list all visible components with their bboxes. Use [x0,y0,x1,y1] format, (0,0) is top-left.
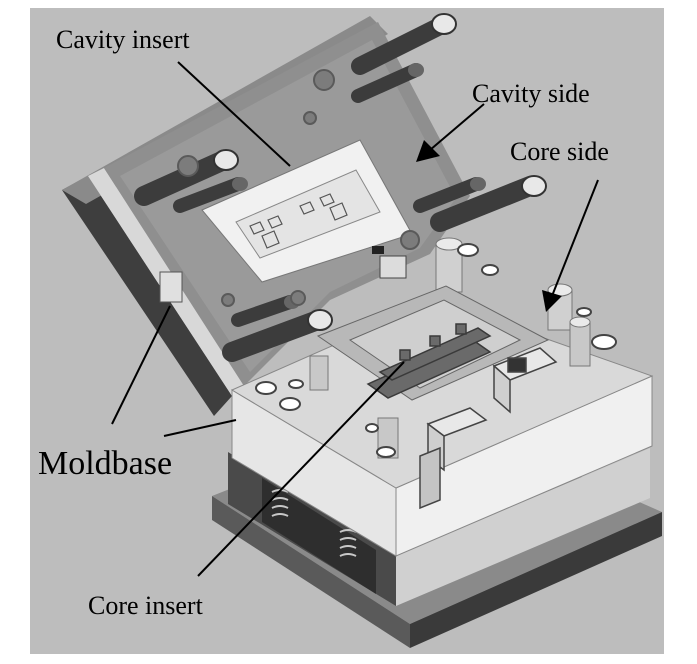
core-slides [419,347,558,510]
slide-block [493,364,511,414]
guide-pin [430,175,547,232]
label-arrows [416,103,599,312]
label-cavity-insert: Cavity insert [56,25,190,54]
core-insert-features [366,323,492,399]
core-side-arrow-shaft [551,179,599,297]
label-moldbase: Moldbase [38,445,172,482]
nozzle-block [379,255,407,279]
core-side-arrowhead [542,290,562,312]
core-side-assembly [212,237,662,648]
guide-pin [351,63,424,103]
nozzle-tip [372,246,384,254]
ejector-housing-opening [262,478,376,594]
cavity-insert-leader [177,61,291,167]
ejector-housing-side [396,448,650,606]
cavity-plate-holes [177,69,420,307]
label-core-side: Core side [510,137,609,166]
cavity-side-bracket [159,271,183,303]
guide-pin [134,149,239,206]
label-cavity-side: Cavity side [472,79,590,108]
core-plate-holes [255,243,617,458]
label-leaders [111,61,405,577]
core-insert-leader [197,361,405,577]
moldbase-leader-2 [163,419,237,437]
bottom-clamp-plate-side [410,512,662,648]
slide-window [507,357,527,373]
label-core-insert: Core insert [88,591,204,620]
cavity-guide-pins [134,13,547,362]
cavity-side-arrowhead [416,140,440,162]
guide-pin [173,177,248,213]
cavity-insert-detail [235,169,381,259]
cavity-plate-edge [62,176,232,416]
guide-pin [413,177,486,213]
guide-pin [351,13,457,75]
bottom-clamp-plate-front [212,496,410,648]
cavity-side-assembly [62,13,547,416]
cavity-side-arrow-shaft [429,103,485,151]
guide-pin [222,309,333,362]
moldbase-leader [111,305,171,425]
cavity-insert-features [249,193,348,249]
lifter [419,446,441,510]
